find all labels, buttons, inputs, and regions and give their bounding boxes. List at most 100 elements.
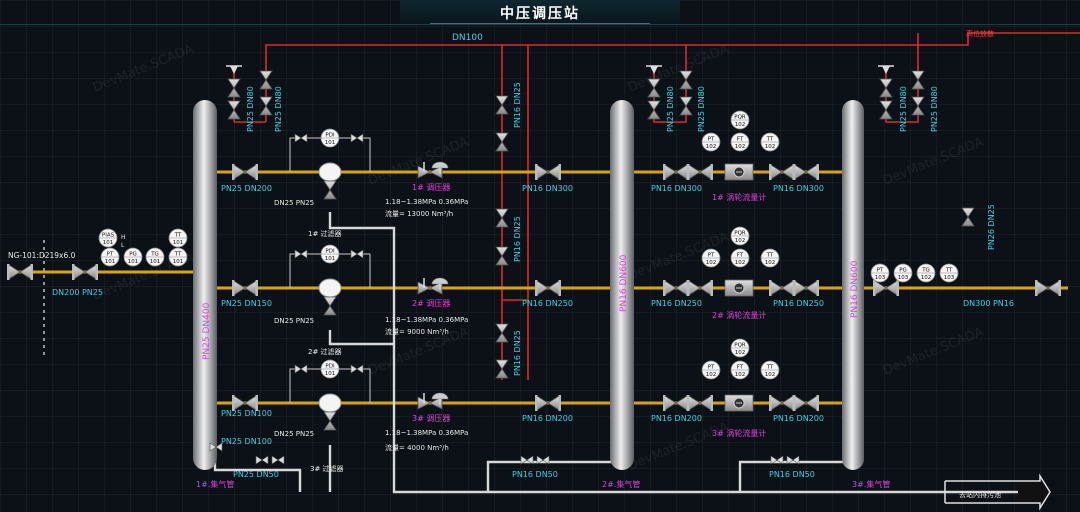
line1-meter-out-valve-b[interactable] xyxy=(793,164,819,180)
line3-regulator[interactable] xyxy=(417,392,449,410)
vent-riser1-valve-b[interactable] xyxy=(495,132,509,152)
inlet-header-vessel xyxy=(193,100,217,470)
vent-riser2-valve-a[interactable] xyxy=(495,208,509,228)
line3-mid-valve[interactable] xyxy=(535,395,561,411)
line1-meter-in-valve[interactable] xyxy=(663,164,689,180)
outlet-valve-2[interactable] xyxy=(1035,280,1061,296)
drain2-valve[interactable] xyxy=(520,455,534,465)
line1-meter-in-valve-b[interactable] xyxy=(687,164,713,180)
line1-bypass-valve-a[interactable] xyxy=(294,133,308,143)
instrument-number: 101 xyxy=(173,259,184,265)
vent2-valve-c[interactable] xyxy=(679,70,693,90)
line2-regulator[interactable] xyxy=(417,277,449,295)
vent2-valve-d[interactable] xyxy=(679,96,693,116)
line2-turbine-meter[interactable] xyxy=(724,279,754,297)
vent1-valve-d[interactable] xyxy=(259,96,273,116)
line1-bypass-valve-b[interactable] xyxy=(350,133,364,143)
line3-meter-out-valve[interactable] xyxy=(769,395,795,411)
line1-mid-valve[interactable] xyxy=(535,164,561,180)
filter-1[interactable] xyxy=(318,162,342,182)
vent3-valve-b[interactable] xyxy=(879,100,893,120)
line3-mid-size: PN16 DN200 xyxy=(522,414,573,423)
line1-inlet-valve[interactable] xyxy=(232,164,258,180)
line2-bypass-valve-b[interactable] xyxy=(350,249,364,259)
instrument-tag: TT xyxy=(766,253,774,259)
filter-2[interactable] xyxy=(318,278,342,298)
line2-bypass-valve-a[interactable] xyxy=(294,249,308,259)
inlet-valve-1[interactable] xyxy=(7,264,33,280)
vent2-valve-a[interactable] xyxy=(647,78,661,98)
vent-riser3-valve-a[interactable] xyxy=(495,323,509,343)
drain3-valve[interactable] xyxy=(770,455,784,465)
vent3-valve-d[interactable] xyxy=(911,96,925,116)
line1-meter-out-valve[interactable] xyxy=(769,164,795,180)
vessels xyxy=(193,100,864,470)
vent1-valve-c[interactable] xyxy=(259,70,273,90)
line3-inlet-valve[interactable] xyxy=(232,395,258,411)
drain-size-b: PN25 DN50 xyxy=(233,470,279,479)
drain3-valve-b[interactable] xyxy=(786,455,800,465)
line3-bypass-valve-a[interactable] xyxy=(294,364,308,374)
vent-riser3-valve-b[interactable] xyxy=(495,359,509,379)
line2-meter-out-valve[interactable] xyxy=(769,280,795,296)
vent2-valve-b[interactable] xyxy=(647,100,661,120)
line1-regulator[interactable] xyxy=(417,161,449,179)
vent1-valve-a[interactable] xyxy=(227,78,241,98)
vent-riser2-valve-b[interactable] xyxy=(495,246,509,266)
line1-filter-drain-valve[interactable] xyxy=(323,180,337,200)
line3-turbine-meter[interactable] xyxy=(724,394,754,412)
line3-meter-in-valve-b[interactable] xyxy=(687,395,713,411)
filter3-label: 3# 过滤器 xyxy=(310,464,344,473)
vent3-valve-c[interactable] xyxy=(911,70,925,90)
drain2-valve-b[interactable] xyxy=(536,455,550,465)
line3-meter-in-valve[interactable] xyxy=(663,395,689,411)
line2-inlet-valve[interactable] xyxy=(232,280,258,296)
drain1-valve-b[interactable] xyxy=(271,455,285,465)
line2-filter-drain-valve[interactable] xyxy=(323,296,337,316)
line3-filter-drain-valve[interactable] xyxy=(323,411,337,431)
vent3-valve-a[interactable] xyxy=(879,78,893,98)
line1-turbine-meter[interactable] xyxy=(724,163,754,181)
drain1-valve[interactable] xyxy=(255,455,269,465)
line3-meter-out-valve-b[interactable] xyxy=(793,395,819,411)
outlet-valve-1[interactable] xyxy=(873,280,899,296)
line2-meter-in-valve-b[interactable] xyxy=(687,280,713,296)
drain-valve-a[interactable] xyxy=(209,442,223,452)
outlet-vent-valve[interactable] xyxy=(961,207,975,227)
line1-meter-in-size: PN16 DN300 xyxy=(651,184,702,193)
line3-bypass-valve-b[interactable] xyxy=(350,364,364,374)
vent2-valve-size: PN25 DN80 xyxy=(666,86,675,132)
line2-mid-valve[interactable] xyxy=(535,280,561,296)
line2-meter-out-valve-b[interactable] xyxy=(793,280,819,296)
inlet-valve-2[interactable] xyxy=(72,264,98,280)
vent1-valve-b[interactable] xyxy=(227,100,241,120)
vent-riser1-valve-a[interactable] xyxy=(495,95,509,115)
line2-meter-in-valve[interactable] xyxy=(663,280,689,296)
filter-3[interactable] xyxy=(318,393,342,413)
